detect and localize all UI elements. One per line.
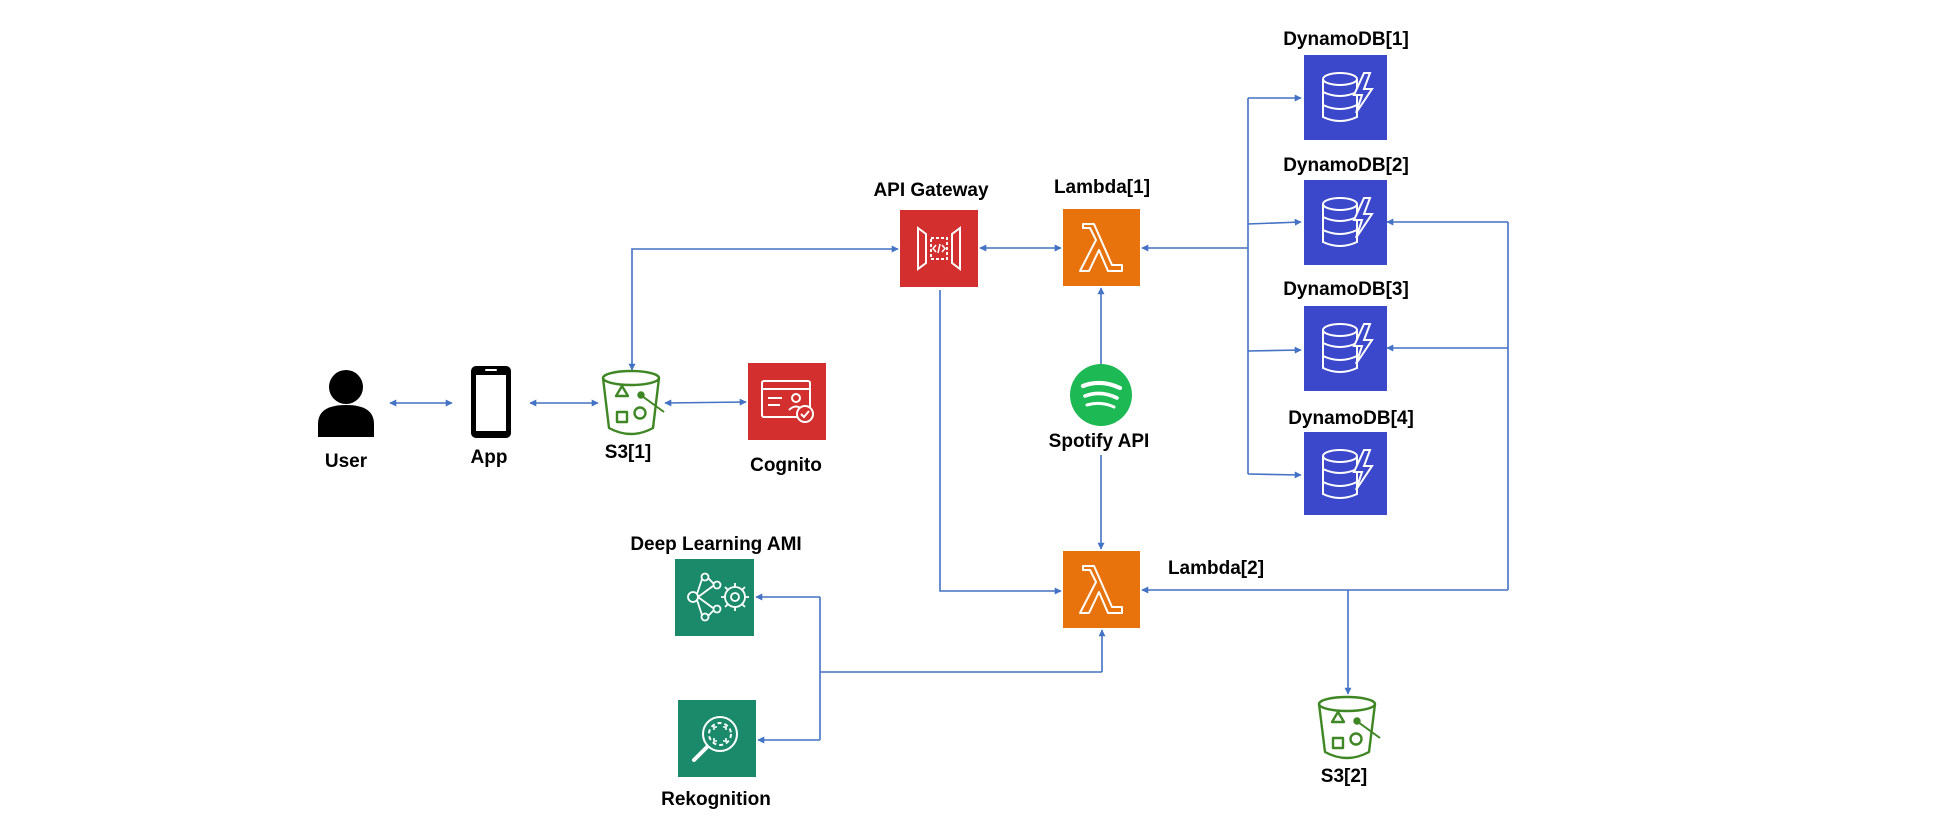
dynamodb-2-label: DynamoDB[2] xyxy=(1283,155,1409,176)
lambda-icon xyxy=(1063,209,1140,286)
deep-learning-ami-icon xyxy=(675,559,754,636)
edge-s3-1-cognito xyxy=(664,398,747,407)
api-gateway-label: API Gateway xyxy=(873,180,989,201)
rekognition-icon xyxy=(678,700,756,777)
edge-s3-1-api-gateway xyxy=(628,245,899,371)
dynamodb-4-label: DynamoDB[4] xyxy=(1288,408,1414,429)
api-gateway-node[interactable]: API Gateway xyxy=(873,180,989,287)
lambda-icon xyxy=(1063,551,1140,628)
s3-2-node[interactable]: S3[2] xyxy=(1317,695,1381,787)
rekognition-label: Rekognition xyxy=(661,789,771,810)
cognito-label: Cognito xyxy=(750,455,822,476)
edge-bus-dynamodb-3 xyxy=(1247,346,1302,354)
edge-bus-dynamodb-4 xyxy=(1247,471,1302,479)
s3-bucket-icon xyxy=(1317,695,1381,760)
mobile-app-icon xyxy=(471,366,511,438)
app-label: App xyxy=(471,447,508,468)
user-icon xyxy=(318,370,374,437)
dynamodb-icon xyxy=(1304,55,1387,140)
user-node[interactable]: User xyxy=(318,370,374,472)
dynamodb-3-node[interactable]: DynamoDB[3] xyxy=(1283,279,1409,391)
dynamodb-4-node[interactable]: DynamoDB[4] xyxy=(1288,408,1414,515)
dynamodb-icon xyxy=(1304,432,1387,515)
s3-1-node[interactable]: S3[1] xyxy=(601,369,665,463)
lambda-2-label: Lambda[2] xyxy=(1168,558,1264,579)
s3-2-label: S3[2] xyxy=(1321,766,1367,787)
edge-api-gateway-lambda-2 xyxy=(939,290,1062,595)
rekognition-node[interactable]: Rekognition xyxy=(661,700,771,810)
dynamodb-1-label: DynamoDB[1] xyxy=(1283,29,1409,50)
spotify-icon xyxy=(1070,364,1132,426)
api-gateway-icon xyxy=(900,210,978,287)
dynamodb-3-label: DynamoDB[3] xyxy=(1283,279,1409,300)
deep-learning-ami-node[interactable]: Deep Learning AMI xyxy=(630,534,802,636)
lambda-2-node[interactable]: Lambda[2] xyxy=(1063,551,1264,628)
spotify-api-node[interactable]: Spotify API xyxy=(1049,364,1150,452)
deep-learning-ami-label: Deep Learning AMI xyxy=(630,534,801,555)
dynamodb-icon xyxy=(1304,180,1387,265)
connectors xyxy=(389,94,1509,744)
spotify-api-label: Spotify API xyxy=(1049,431,1150,452)
dynamodb-1-node[interactable]: DynamoDB[1] xyxy=(1283,29,1409,140)
edge-bus-dynamodb-2 xyxy=(1247,218,1302,226)
user-label: User xyxy=(325,451,368,472)
s3-bucket-icon xyxy=(601,369,665,436)
s3-1-label: S3[1] xyxy=(605,442,651,463)
dynamodb-2-node[interactable]: DynamoDB[2] xyxy=(1283,155,1409,265)
cognito-node[interactable]: Cognito xyxy=(748,363,826,476)
app-node[interactable]: App xyxy=(471,366,511,468)
cognito-icon xyxy=(748,363,826,440)
lambda-1-label: Lambda[1] xyxy=(1054,177,1150,198)
dynamodb-icon xyxy=(1304,306,1387,391)
lambda-1-node[interactable]: Lambda[1] xyxy=(1054,177,1150,286)
